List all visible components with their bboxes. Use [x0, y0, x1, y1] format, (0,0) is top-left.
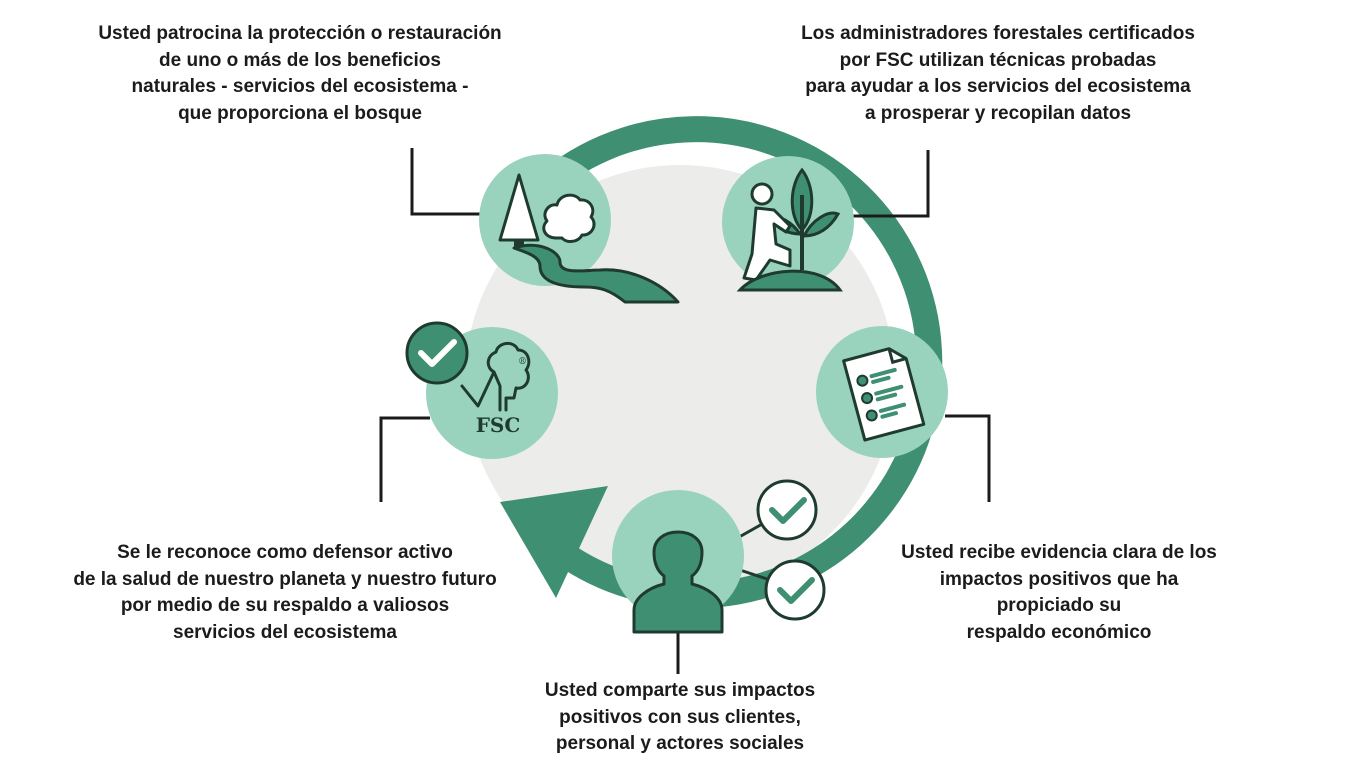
caption-line: personal y actores sociales — [555, 733, 805, 754]
caption-line: de la salud de nuestro planeta y nuestro… — [73, 568, 497, 590]
recognized-check-badge — [405, 321, 469, 385]
checkmark-icon — [777, 577, 815, 604]
caption-line: propiciado su — [996, 595, 1122, 616]
caption-line: por FSC utilizan técnicas probadas — [839, 49, 1157, 71]
caption-line: de uno o más de los beneficios — [159, 49, 441, 71]
river-icon — [512, 243, 680, 304]
step-evidence-node — [816, 326, 948, 458]
broadleaf-tree-icon — [542, 193, 596, 243]
step-share-node — [612, 479, 826, 634]
checkmark-icon — [769, 497, 807, 524]
shared-check-circle — [764, 559, 826, 621]
step-managers-node — [722, 156, 854, 292]
shared-check-circle — [756, 479, 818, 541]
check-bullet-icon — [861, 392, 874, 405]
caption-line: impactos positivos que ha — [939, 568, 1179, 590]
connector-lines — [379, 148, 991, 674]
fsc-tree-logo-icon — [460, 342, 531, 412]
caption-forest-managers: Los administradores forestales certifica… — [738, 21, 1258, 127]
caption-line: naturales - servicios del ecosistema - — [131, 76, 469, 97]
check-bullet-icon — [856, 374, 869, 387]
caption-evidence-received: Usted recibe evidencia clara de los impa… — [829, 540, 1289, 646]
document-page-icon — [842, 347, 926, 442]
soil-mound-icon — [736, 269, 843, 292]
caption-line: para ayudar a los servicios del ecosiste… — [805, 76, 1191, 97]
check-bullet-icon — [865, 409, 878, 422]
caption-line: por medio de su respaldo a valiosos — [120, 595, 450, 616]
caption-line: Se le reconoce como defensor activo — [117, 542, 453, 563]
shared-checkmark-badge — [764, 559, 826, 621]
checkmark-icon — [418, 339, 457, 367]
fsc-logo-text: FSC — [476, 413, 521, 437]
fsc-logo-check-icon: ® FSC — [405, 321, 531, 437]
caption-line: Usted patrocina la protección o restaura… — [98, 23, 502, 44]
checklist-document-icon — [842, 347, 926, 442]
step-sponsor-node — [479, 154, 680, 304]
caption-line: servicios del ecosistema — [173, 621, 397, 643]
connector-recognized — [379, 416, 430, 502]
conifer-trunk-icon — [514, 240, 524, 248]
gardener-body-icon — [742, 206, 792, 282]
tree-and-river-icon — [498, 173, 680, 304]
fsc-registered-mark: ® — [518, 357, 527, 367]
document-text-lines — [869, 367, 907, 419]
caption-recognized-defender: Se le reconoce como defensor activo de l… — [20, 540, 550, 646]
caption-sponsor-protection: Usted patrocina la protección o restaura… — [40, 21, 560, 127]
connector-evidence — [945, 414, 991, 502]
seedling-leaf-icon — [801, 211, 841, 238]
connector-sponsor — [410, 148, 486, 216]
document-fold-icon — [887, 348, 907, 365]
person-planting-seedling-icon — [736, 167, 843, 292]
gardener-head-icon — [750, 182, 774, 206]
caption-line: que proporciona el bosque — [178, 102, 422, 124]
caption-line: a prosperar y recopilan datos — [864, 102, 1132, 124]
caption-line: Usted comparte sus impactos — [544, 680, 816, 701]
caption-line: positivos con sus clientes, — [559, 706, 801, 728]
step-recognized-node: ® FSC — [405, 321, 558, 459]
shared-checkmark-badge — [756, 479, 818, 541]
person-silhouette-icon — [632, 530, 724, 634]
connector-managers — [852, 150, 930, 218]
caption-line: respaldo económico — [966, 621, 1152, 643]
caption-share-impacts: Usted comparte sus impactos positivos co… — [430, 678, 930, 758]
cycle-arrowhead — [500, 486, 608, 598]
caption-line: Usted recibe evidencia clara de los — [901, 542, 1217, 563]
caption-line: Los administradores forestales certifica… — [801, 23, 1195, 44]
